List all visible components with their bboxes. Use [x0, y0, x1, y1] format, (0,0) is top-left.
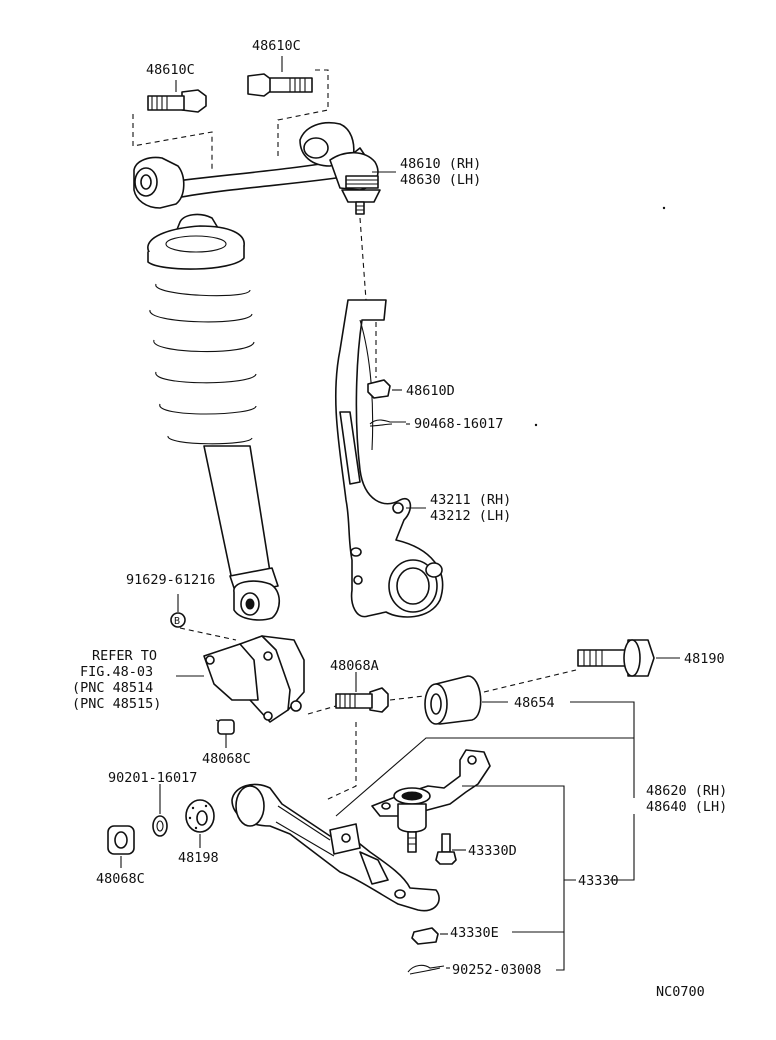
bolt-43330d [435, 833, 457, 865]
label-43211-rh: 43211 (RH) [430, 492, 511, 508]
label-43330d: 43330D [468, 843, 517, 859]
upper-control-arm [133, 122, 381, 215]
washer-90201 [152, 815, 168, 837]
refer-line-3: (PNC 48514 [72, 680, 153, 696]
label-48620-rh: 48620 (RH) [646, 783, 727, 799]
stray-dot [662, 206, 666, 210]
cotter-pin-90252 [407, 964, 445, 975]
nut-48068c-upper [217, 719, 235, 735]
strut-lower-bracket [203, 635, 305, 723]
mark-b: B [170, 612, 186, 628]
leader-lines [120, 56, 680, 971]
bolt-48610c-right [247, 73, 313, 97]
refer-line-2: FIG.48-03 [80, 664, 153, 680]
label-90468: 90468-16017 [414, 416, 503, 432]
label-48190: 48190 [684, 651, 725, 667]
label-43212-lh: 43212 (LH) [430, 508, 511, 524]
label-91629: 91629-61216 [126, 572, 215, 588]
label-48068c-upper: 48068C [202, 751, 251, 767]
stray-dot [534, 423, 538, 427]
ball-joint-43330 [371, 749, 491, 853]
diagram-code: NC0700 [656, 984, 705, 1000]
label-90252: 90252-03008 [452, 962, 541, 978]
label-48610d: 48610D [406, 383, 455, 399]
refer-line-4: (PNC 48515) [72, 696, 161, 712]
cam-washer-48198 [185, 799, 215, 833]
bolt-48190 [577, 639, 655, 677]
label-48640-lh: 48640 (LH) [646, 799, 727, 815]
refer-line-1: REFER TO [92, 648, 157, 664]
label-48610c-left: 48610C [146, 62, 195, 78]
label-48630-lh: 48630 (LH) [400, 172, 481, 188]
nut-43330e [411, 927, 439, 945]
label-43330: 43330 [578, 873, 619, 889]
steering-knuckle [334, 299, 444, 618]
nut-48610d [367, 379, 391, 399]
label-48068a: 48068A [330, 658, 379, 674]
label-48654: 48654 [514, 695, 555, 711]
label-48068c-lower: 48068C [96, 871, 145, 887]
cotter-pin-90468 [369, 419, 406, 427]
label-43330e: 43330E [450, 925, 499, 941]
label-48198: 48198 [178, 850, 219, 866]
label-48610-rh: 48610 (RH) [400, 156, 481, 172]
bolt-48068a [335, 687, 389, 713]
mark-b-text: B [174, 616, 180, 627]
coil-spring-shock-absorber [147, 213, 281, 621]
label-90201: 90201-16017 [108, 770, 197, 786]
lower-control-arm [231, 783, 440, 912]
bushing-48654 [424, 675, 482, 725]
bushing-48068c-lower [107, 825, 135, 855]
label-48610c-right: 48610C [252, 38, 301, 54]
bolt-48610c-left [147, 89, 207, 113]
